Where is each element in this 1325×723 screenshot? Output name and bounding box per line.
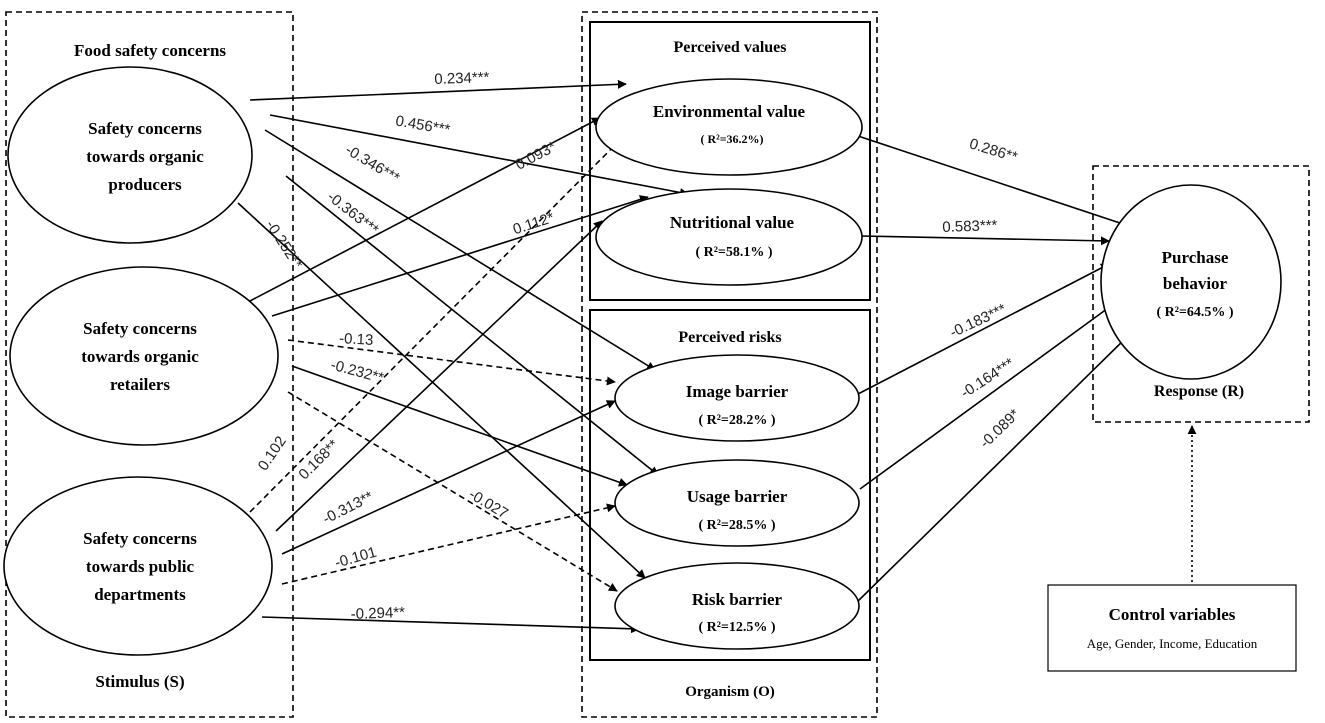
stimulus-footer: Stimulus (S) bbox=[95, 672, 184, 691]
nutritional-title: Nutritional value bbox=[670, 213, 795, 232]
edge-label-retailers-to-risk: -0.027 bbox=[466, 486, 511, 522]
purchase-label-1: Purchase bbox=[1162, 248, 1229, 267]
edge-label-public-to-risk: -0.294** bbox=[350, 604, 405, 623]
edge-nutritional-to-purchase bbox=[859, 235, 1110, 246]
environmental-node bbox=[595, 78, 863, 176]
edge-producers-to-image bbox=[264, 129, 656, 371]
producers-label-1: Safety concerns bbox=[88, 119, 202, 138]
risk-title: Risk barrier bbox=[692, 590, 783, 609]
control-variables-box bbox=[1047, 584, 1297, 672]
edge-public-to-environmental bbox=[249, 125, 635, 513]
edge-producers-to-usage bbox=[285, 175, 659, 476]
edge-label-public-to-image: -0.313** bbox=[320, 488, 376, 528]
edge-retailers-to-nutritional bbox=[271, 195, 649, 317]
stimulus-group-box bbox=[5, 11, 294, 718]
perceived-risks-title: Perceived risks bbox=[678, 329, 781, 346]
edge-public-to-risk bbox=[261, 616, 640, 634]
usage-r2: ( R²=28.5% ) bbox=[698, 518, 775, 533]
perceived-risks-box bbox=[589, 309, 871, 661]
public-node bbox=[3, 476, 273, 656]
edge-public-to-nutritional bbox=[275, 220, 603, 532]
edge-label-environmental-to-purchase: 0.286** bbox=[967, 135, 1019, 166]
image-title: Image barrier bbox=[686, 382, 789, 401]
edge-public-to-usage bbox=[281, 503, 616, 585]
edge-image-to-purchase bbox=[857, 263, 1110, 395]
purchase-node bbox=[1100, 184, 1282, 380]
public-label-3: departments bbox=[94, 585, 186, 604]
edge-producers-to-nutritional bbox=[269, 114, 689, 197]
path-nodes bbox=[3, 66, 1282, 656]
edge-public-to-image bbox=[281, 400, 616, 555]
producers-label-3: producers bbox=[108, 175, 182, 194]
public-label-1: Safety concerns bbox=[83, 529, 197, 548]
edge-producers-to-environmental bbox=[249, 79, 627, 101]
edge-label-producers-to-image: -0.346*** bbox=[342, 141, 402, 187]
producers-node bbox=[7, 66, 253, 244]
risk-r2: ( R²=12.5% ) bbox=[698, 620, 775, 635]
edge-retailers-to-usage bbox=[291, 365, 628, 487]
public-label-2: towards public bbox=[86, 557, 195, 576]
purchase-r2: ( R²=64.5% ) bbox=[1156, 305, 1233, 320]
organism-footer: Organism (O) bbox=[685, 684, 775, 700]
producers-label-2: towards organic bbox=[86, 147, 204, 166]
control-variables-title: Control variables bbox=[1109, 605, 1236, 624]
edge-risk-to-purchase bbox=[854, 333, 1131, 605]
edge-label-public-to-environmental: 0.102 bbox=[255, 433, 290, 474]
risk-node bbox=[614, 562, 860, 650]
nutritional-node bbox=[595, 188, 863, 286]
retailers-label-1: Safety concerns bbox=[83, 319, 197, 338]
stimulus-title: Food safety concerns bbox=[74, 41, 226, 60]
edge-label-nutritional-to-purchase: 0.583*** bbox=[942, 217, 998, 236]
edge-label-producers-to-environmental: 0.234*** bbox=[434, 69, 490, 88]
control-variables-items: Age, Gender, Income, Education bbox=[1087, 636, 1258, 651]
edge-label-producers-to-risk: -0.252** bbox=[262, 217, 306, 272]
perceived-values-title: Perceived values bbox=[673, 39, 786, 56]
edge-retailers-to-environmental bbox=[247, 117, 601, 303]
response-group-box bbox=[1092, 165, 1310, 423]
environmental-r2: ( R²=36.2%) bbox=[700, 132, 763, 146]
purchase-label-2: behavior bbox=[1163, 274, 1228, 293]
image-r2: ( R²=28.2% ) bbox=[698, 413, 775, 428]
environmental-title: Environmental value bbox=[653, 102, 806, 121]
image-node bbox=[614, 354, 860, 442]
retailers-label-3: retailers bbox=[110, 375, 170, 394]
edge-retailers-to-image bbox=[287, 339, 616, 386]
nutritional-r2: ( R²=58.1% ) bbox=[695, 245, 772, 260]
edge-label-producers-to-nutritional: 0.456*** bbox=[394, 112, 451, 138]
usage-node bbox=[614, 459, 860, 547]
edge-label-retailers-to-image: -0.13 bbox=[339, 330, 374, 349]
retailers-node bbox=[9, 266, 279, 446]
retailers-label-2: towards organic bbox=[81, 347, 199, 366]
edge-retailers-to-risk bbox=[287, 391, 618, 592]
usage-title: Usage barrier bbox=[687, 487, 788, 506]
perceived-values-box bbox=[589, 21, 871, 301]
response-footer: Response (R) bbox=[1154, 383, 1244, 400]
edge-environmental-to-purchase bbox=[857, 135, 1133, 229]
edge-label-usage-to-purchase: -0.164*** bbox=[958, 355, 1018, 402]
edge-usage-to-purchase bbox=[859, 302, 1116, 490]
